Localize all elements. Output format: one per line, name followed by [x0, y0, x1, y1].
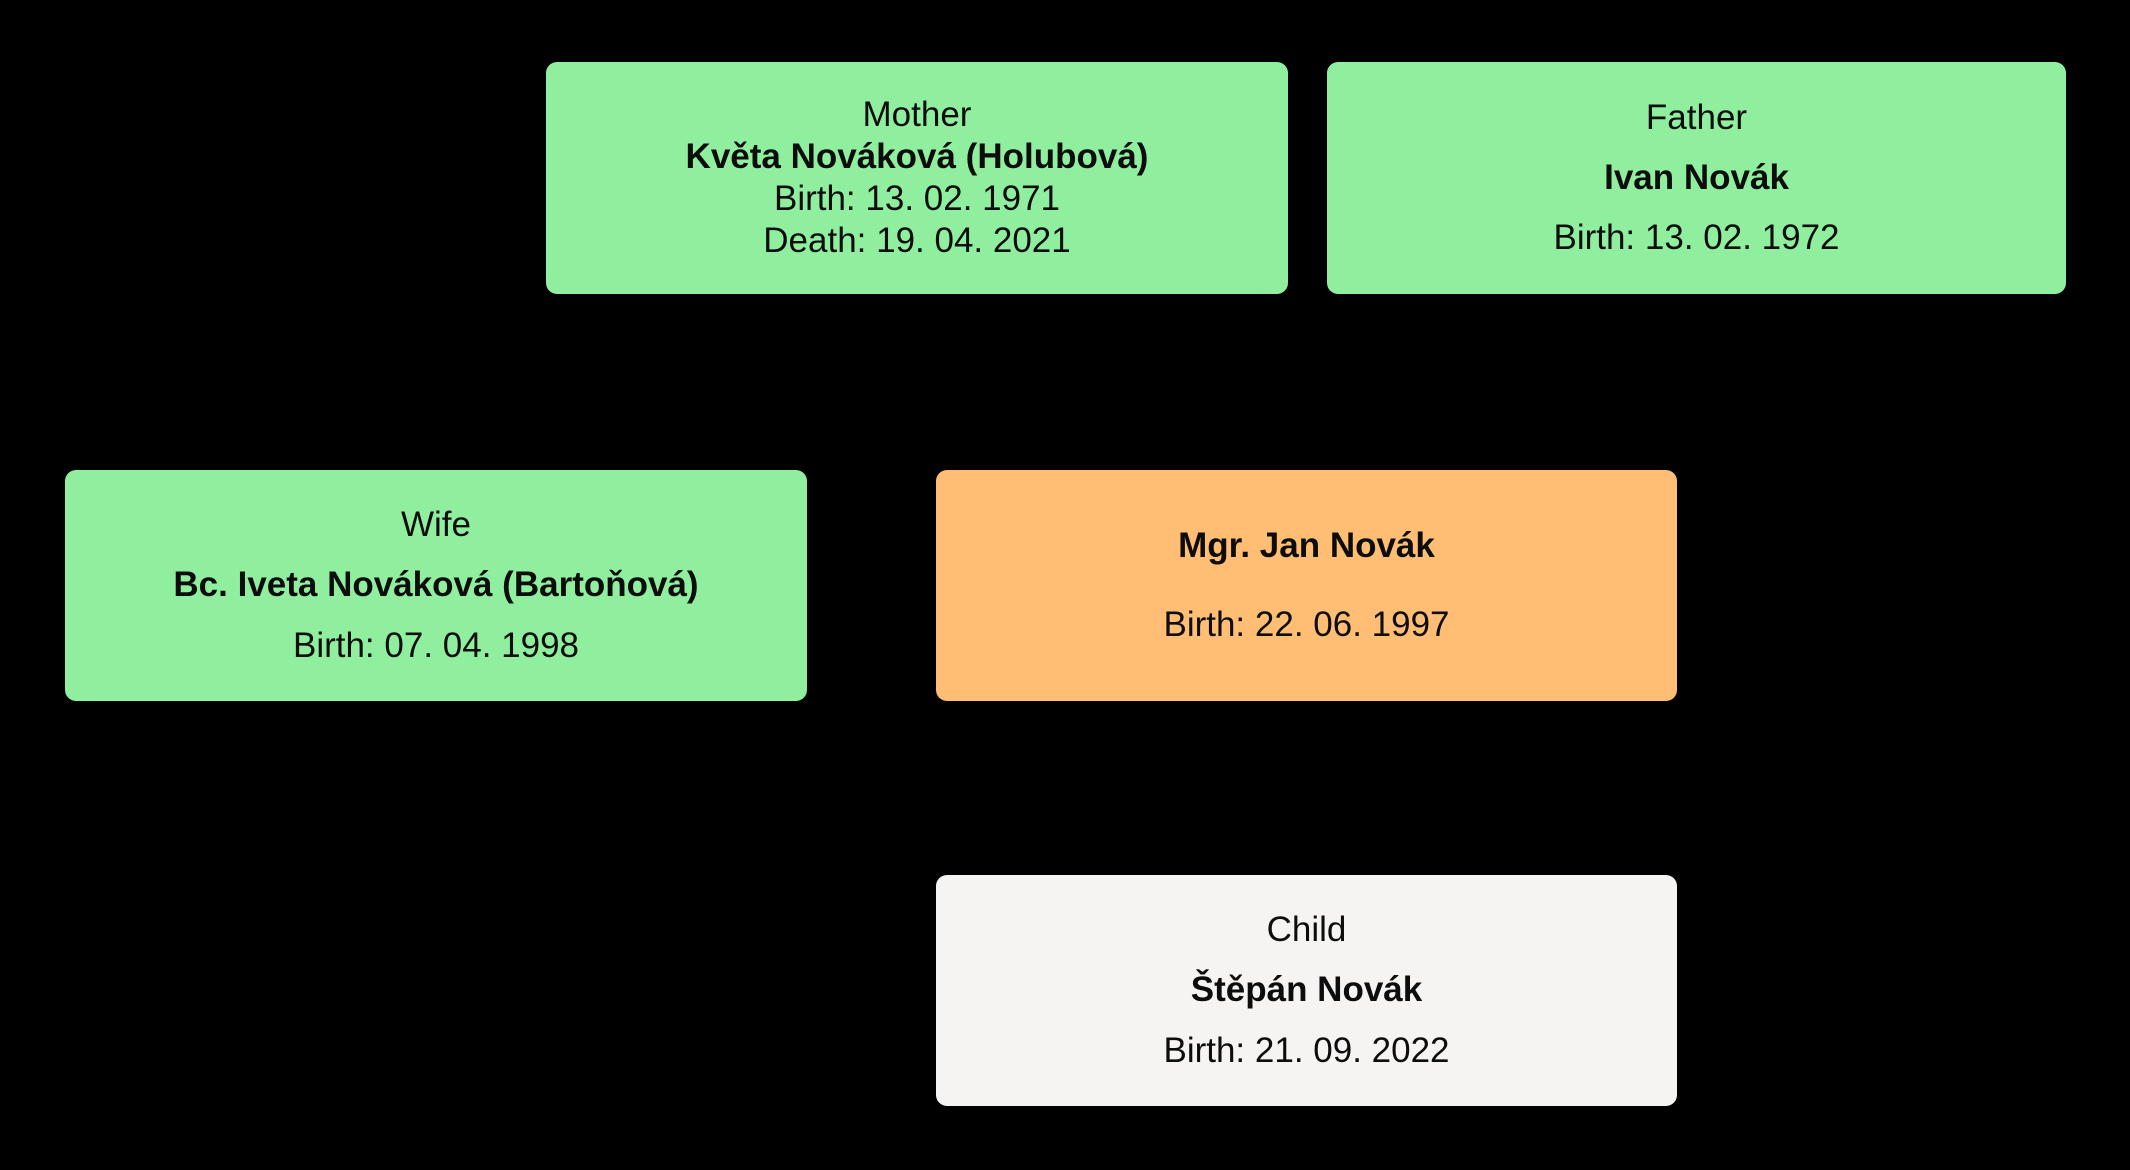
person-name-child: Štěpán Novák [1190, 970, 1423, 1010]
person-card-father[interactable]: Father Ivan Novák Birth: 13. 02. 1972 [1327, 62, 2066, 294]
death-date-mother: Death: 19. 04. 2021 [763, 221, 1071, 261]
person-name-focus-person: Mgr. Jan Novák [1178, 526, 1435, 566]
person-name-mother: Květa Nováková (Holubová) [685, 136, 1149, 176]
role-label-child: Child [1266, 910, 1347, 950]
birth-date-child: Birth: 21. 09. 2022 [1163, 1030, 1450, 1070]
role-label-wife: Wife [401, 505, 471, 545]
birth-date-mother: Birth: 13. 02. 1971 [773, 179, 1061, 218]
birth-date-father: Birth: 13. 02. 1972 [1553, 218, 1840, 258]
person-card-focus-person[interactable]: Mgr. Jan Novák Birth: 22. 06. 1997 [936, 470, 1677, 701]
person-name-father: Ivan Novák [1604, 157, 1789, 197]
birth-date-focus-person: Birth: 22. 06. 1997 [1163, 604, 1450, 644]
role-label-father: Father [1645, 97, 1748, 137]
person-card-mother[interactable]: Mother Květa Nováková (Holubová) Birth: … [546, 62, 1288, 294]
person-name-wife: Bc. Iveta Nováková (Bartoňová) [173, 565, 699, 605]
birth-date-wife: Birth: 07. 04. 1998 [292, 625, 580, 665]
role-label-mother: Mother [862, 94, 972, 134]
person-card-wife[interactable]: Wife Bc. Iveta Nováková (Bartoňová) Birt… [65, 470, 807, 701]
person-card-child[interactable]: Child Štěpán Novák Birth: 21. 09. 2022 [936, 875, 1677, 1106]
